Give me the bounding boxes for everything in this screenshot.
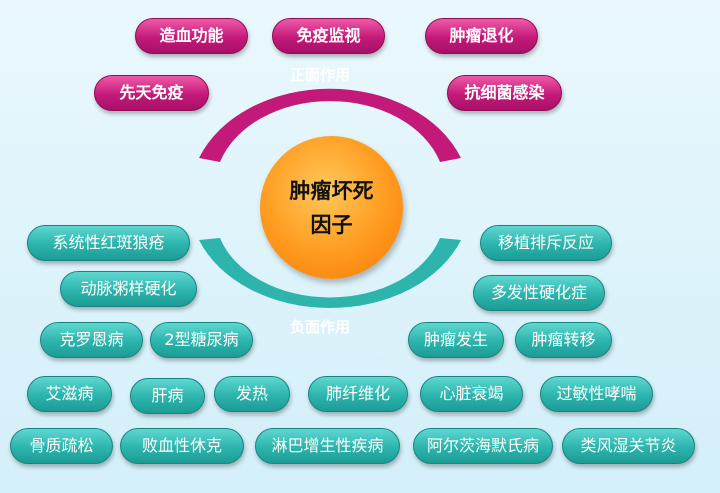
negative-item: 多发性硬化症 <box>473 275 605 311</box>
negative-item: 肝病 <box>130 378 205 414</box>
negative-item: 发热 <box>214 376 290 412</box>
negative-item: 动脉粥样硬化 <box>60 271 197 307</box>
negative-item: 过敏性哮喘 <box>540 376 653 412</box>
negative-item: 败血性休克 <box>120 428 244 464</box>
positive-item: 免疫监视 <box>272 18 385 54</box>
center-node: 肿瘤坏死 因子 <box>260 136 403 279</box>
center-line-2: 因子 <box>310 212 353 237</box>
positive-arc <box>199 88 461 162</box>
negative-item: 2型糖尿病 <box>150 322 253 358</box>
negative-item: 骨质疏松 <box>10 428 113 464</box>
negative-item: 克罗恩病 <box>40 322 143 358</box>
negative-item: 艾滋病 <box>27 376 112 412</box>
negative-item: 淋巴增生性疾病 <box>255 428 400 464</box>
positive-label: 正面作用 <box>290 66 351 84</box>
negative-item: 肺纤维化 <box>308 376 408 412</box>
positive-item: 造血功能 <box>135 18 248 54</box>
center-line-1: 肿瘤坏死 <box>289 178 374 203</box>
negative-item: 肿瘤发生 <box>408 322 504 358</box>
positive-item: 抗细菌感染 <box>447 75 562 111</box>
negative-item: 阿尔茨海默氏病 <box>413 428 553 464</box>
negative-label: 负面作用 <box>290 318 351 336</box>
positive-item: 先天免疫 <box>94 75 209 111</box>
negative-item: 系统性红斑狼疮 <box>27 225 190 261</box>
negative-item: 心脏衰竭 <box>420 376 523 412</box>
negative-item: 类风湿关节炎 <box>562 428 695 464</box>
negative-item: 移植排斥反应 <box>480 225 612 261</box>
positive-item: 肿瘤退化 <box>425 18 538 54</box>
negative-item: 肿瘤转移 <box>515 322 612 358</box>
negative-arc <box>199 238 461 308</box>
